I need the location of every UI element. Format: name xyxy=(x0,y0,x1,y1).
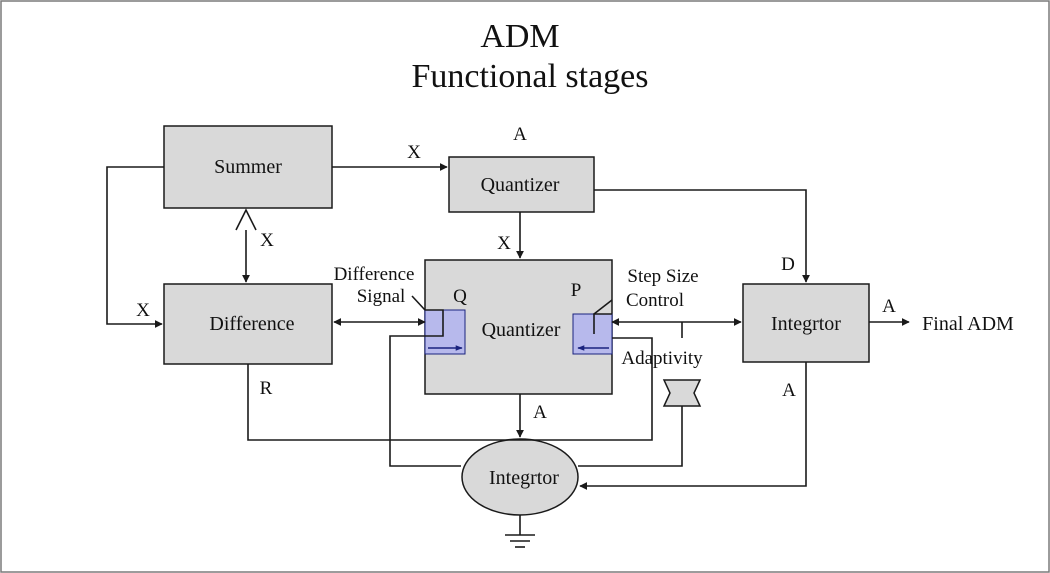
difference-signal-leader xyxy=(411,295,426,311)
adaptivity-lower-branch xyxy=(578,405,683,467)
label-step-size-2: Control xyxy=(626,290,684,311)
ground-icon xyxy=(505,534,535,548)
difference-label: Difference xyxy=(209,313,294,335)
summer-label: Summer xyxy=(214,156,282,178)
label-x-summer-quantizer: X xyxy=(407,142,421,163)
step-size-leader xyxy=(593,299,613,315)
label-d: D xyxy=(781,254,795,275)
summer-caret xyxy=(235,208,257,231)
right-integrator-return-arrow xyxy=(579,362,807,490)
q-bracket xyxy=(389,309,461,467)
p-return-path xyxy=(247,337,653,441)
quantizer-top-block: Quantizer xyxy=(448,156,595,213)
delay-element-icon xyxy=(662,379,702,407)
quantizer-to-integrator-arrow xyxy=(594,189,810,283)
label-p: P xyxy=(571,280,582,301)
quantizer-center-label: Quantizer xyxy=(482,319,561,341)
connectors xyxy=(106,163,910,535)
label-difference-signal-2: Signal xyxy=(357,286,406,307)
label-x-under-summer: X xyxy=(260,230,274,251)
left-loop-arrow xyxy=(106,166,164,328)
difference-block: Difference xyxy=(163,283,333,365)
p-pad xyxy=(572,313,613,355)
integrator-right-block: Integrtor xyxy=(742,283,870,363)
integrator-bottom-label: Integrtor xyxy=(489,467,559,489)
label-a-center-down: A xyxy=(533,402,547,423)
label-x-left-loop: X xyxy=(136,300,150,321)
label-final-adm: Final ADM xyxy=(922,313,1014,335)
label-difference-signal-1: Difference xyxy=(334,264,415,285)
label-q: Q xyxy=(453,286,467,307)
integrator-right-label: Integrtor xyxy=(771,313,841,335)
label-adaptivity: Adaptivity xyxy=(621,348,703,369)
label-x-quantizer-down: X xyxy=(497,233,511,254)
label-a-output: A xyxy=(882,296,896,317)
label-a-right-down: A xyxy=(782,380,796,401)
label-a-top: A xyxy=(513,124,527,145)
q-pad xyxy=(424,309,466,355)
quantizer-top-label: Quantizer xyxy=(481,174,560,196)
integrator-bottom-block: Integrtor xyxy=(461,438,579,516)
label-step-size-1: Step Size xyxy=(627,266,698,287)
diagram-title-line1: ADM xyxy=(480,18,559,55)
diagram-title-line2: Functional stages xyxy=(411,58,648,95)
summer-block: Summer xyxy=(163,125,333,209)
label-r: R xyxy=(260,378,273,399)
